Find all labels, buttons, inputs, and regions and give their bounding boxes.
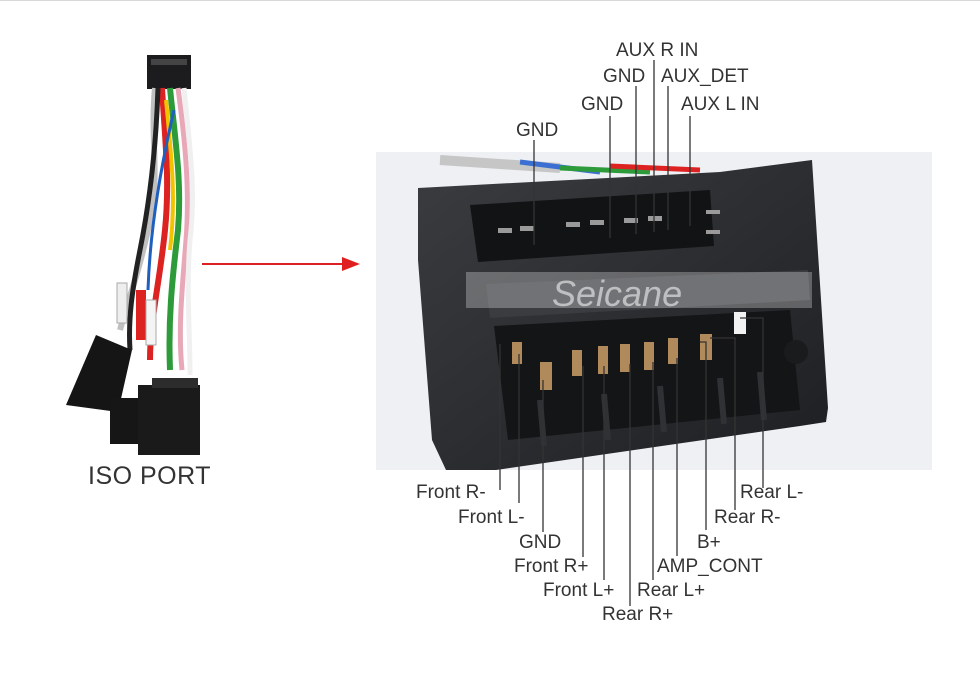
pin-label-aux-l-in: AUX L IN: [681, 94, 760, 115]
iso-harness-image: [66, 55, 200, 455]
bottom-leader-lines: [499, 317, 764, 606]
pin-label-gnd-top-3: GND: [581, 94, 624, 115]
pin-label-gnd-top-2: GND: [603, 66, 646, 87]
top-divider: [0, 0, 980, 1]
pin-label-front-r-minus: Front R-: [416, 482, 486, 503]
pin-label-rear-l-plus: Rear L+: [637, 580, 706, 601]
pin-label-rear-r-minus: Rear R-: [714, 507, 781, 528]
pin-label-rear-r-plus: Rear R+: [602, 604, 674, 625]
pin-label-b-plus: B+: [697, 532, 721, 553]
pointer-arrow: [202, 257, 360, 271]
pin-label-aux-r-in: AUX R IN: [616, 40, 699, 61]
pin-label-front-r-plus: Front R+: [514, 556, 589, 577]
pin-label-aux-det: AUX_DET: [661, 66, 749, 87]
seicane-watermark: Seicane: [552, 273, 682, 314]
pin-label-gnd-top-1: GND: [516, 120, 559, 141]
pin-label-rear-l-minus: Rear L-: [740, 482, 804, 503]
pin-label-front-l-plus: Front L+: [543, 580, 615, 601]
pin-label-front-l-minus: Front L-: [458, 507, 525, 528]
pin-label-gnd-bottom: GND: [519, 532, 562, 553]
top-leader-lines: [533, 60, 691, 245]
pin-label-amp-cont: AMP_CONT: [657, 556, 763, 577]
iso-port-label: ISO PORT: [88, 462, 212, 490]
